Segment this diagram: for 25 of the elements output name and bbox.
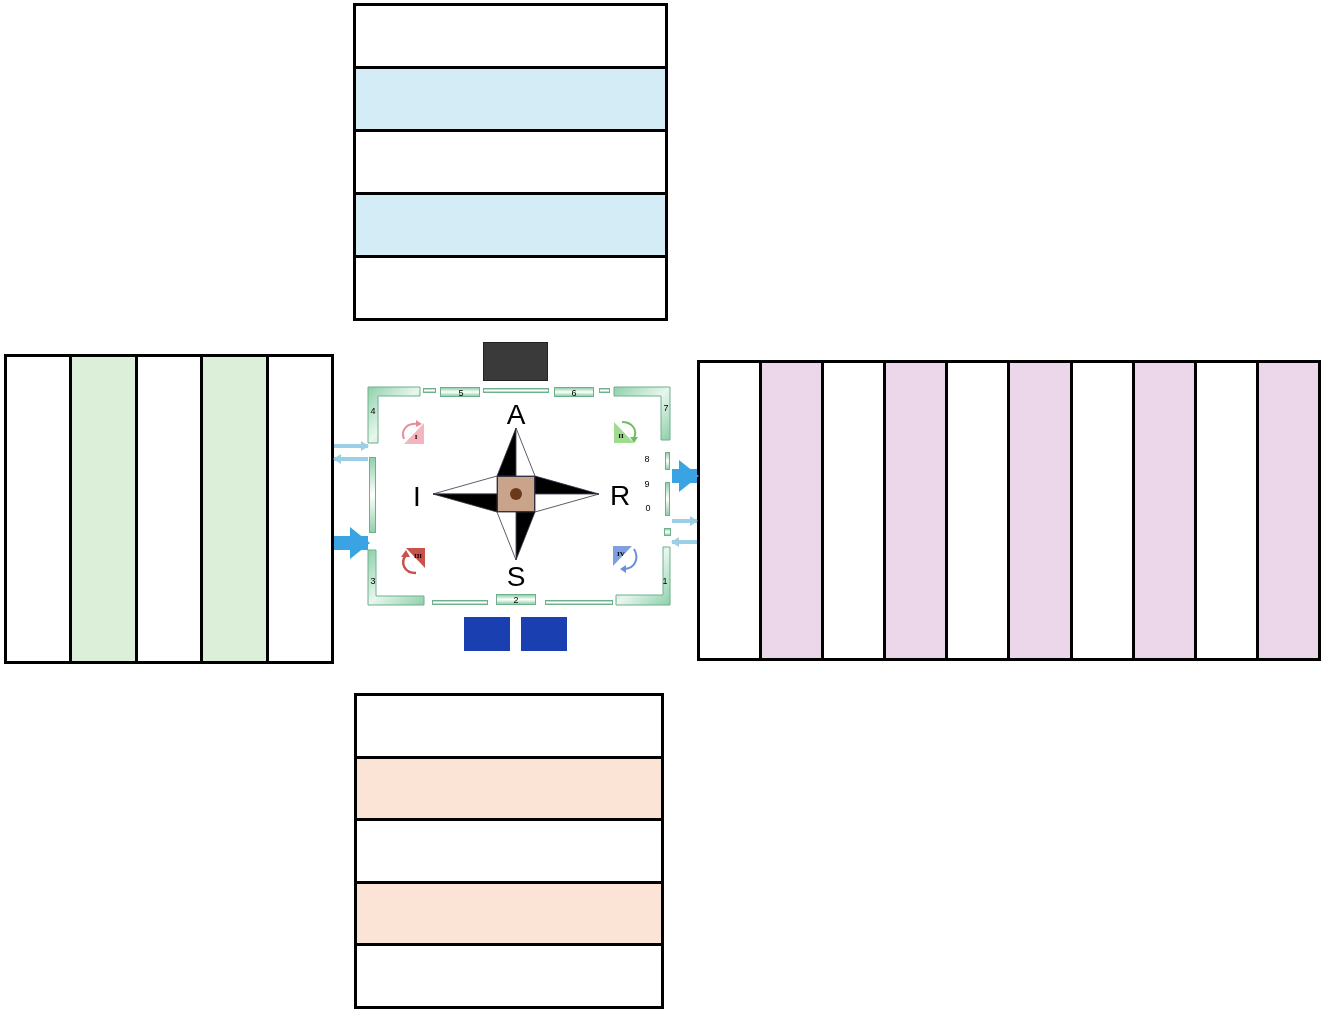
arrow — [672, 516, 698, 526]
frame-label: A — [506, 401, 526, 429]
arrow — [334, 441, 369, 451]
frame-label: 9 — [644, 479, 650, 489]
striped-table — [697, 360, 1321, 661]
frame-label: 4 — [370, 406, 376, 416]
frame-label: 2 — [513, 595, 519, 605]
frame-label: R — [609, 482, 631, 510]
frame-label: 3 — [370, 576, 376, 586]
frame-label: 0 — [645, 503, 651, 513]
arrow — [334, 527, 370, 559]
striped-table — [354, 693, 664, 1009]
frame-label: 5 — [458, 388, 464, 398]
frame-label: 8 — [644, 454, 650, 464]
frame-label: 6 — [571, 388, 577, 398]
arrow — [672, 460, 699, 492]
striped-table — [353, 3, 668, 321]
frame-label: S — [506, 563, 526, 591]
striped-table — [4, 354, 334, 664]
arrow — [671, 537, 697, 547]
frame-label: I — [413, 483, 421, 511]
frame-label: 7 — [663, 403, 669, 413]
frame-label: 1 — [662, 576, 668, 586]
arrow — [333, 454, 368, 464]
frame — [368, 385, 672, 606]
